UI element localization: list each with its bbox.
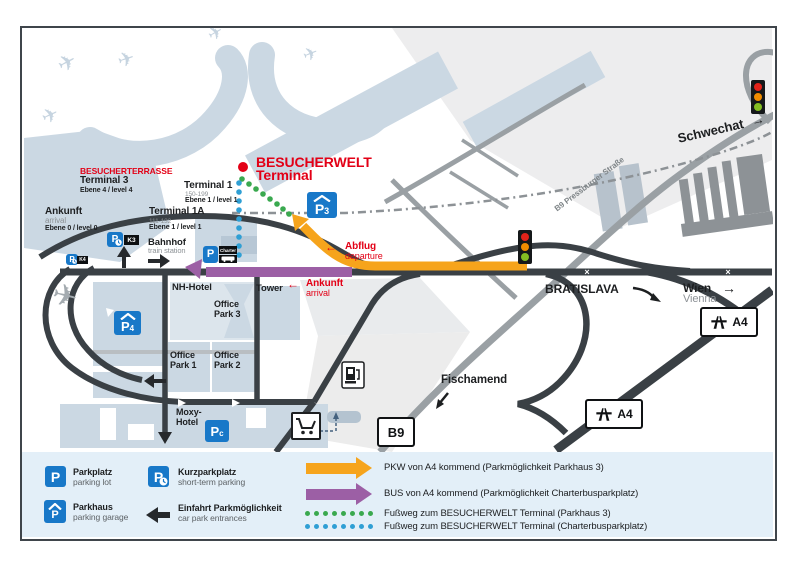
ankunft-label: Ankunft xyxy=(45,206,83,217)
legend-einfahrt-sub: car park entrances xyxy=(178,513,247,523)
clock-icon xyxy=(115,239,122,246)
legend-kurzparkplatz-icon: P xyxy=(148,466,169,487)
legend-parkhaus-icon: P xyxy=(44,500,66,523)
fuel-station-icon xyxy=(341,361,365,389)
traffic-light-icon xyxy=(518,230,532,264)
kurzparkplatz-k4-icon: P xyxy=(66,254,78,265)
besucherwelt-title: BESUCHERWELT xyxy=(256,154,372,170)
terminal1a-level-label: Ebene 1 / level 1 xyxy=(149,224,202,231)
legend-parkplatz-title: Parkplatz xyxy=(73,467,113,477)
legend-footpath-charter-label: Fußweg zum BESUCHERWELT Terminal (Charte… xyxy=(384,521,648,532)
terminal3-level-label: Ebene 4 / level 4 xyxy=(80,187,133,194)
terminal1-level-label: Ebene 1 / level 1 xyxy=(185,197,238,204)
bus-stop xyxy=(310,411,361,432)
footpath-blue-dots xyxy=(236,180,242,258)
abflug-arrow: ← xyxy=(325,240,337,254)
airport-buildings xyxy=(24,42,773,448)
legend-bus-label: BUS von A4 kommend (Parkmöglichkeit Char… xyxy=(384,488,639,499)
legend-pkw-label: PKW von A4 kommend (Parkmöglichkeit Park… xyxy=(384,462,604,473)
terminal1-label: Terminal 1 xyxy=(184,180,233,191)
besucherwelt-title-line2: Terminal xyxy=(256,167,313,183)
legend-green-dots-icon xyxy=(305,511,373,516)
office-park1-label: Office Park 1 xyxy=(170,350,197,370)
charter-bus-parking-icon: P xyxy=(203,246,218,263)
bus-icon xyxy=(221,256,235,262)
a4-motorway-sign: A4 xyxy=(700,307,758,337)
ankunft-route-label: Ankunft xyxy=(306,278,344,289)
bahnhof-label: Bahnhof xyxy=(148,237,186,248)
wien-arrow: → xyxy=(722,280,736,296)
fischamend-label: Fischamend xyxy=(441,374,508,386)
legend-parkplatz-icon: P xyxy=(45,466,66,487)
legend-purple-arrow-icon xyxy=(306,483,372,505)
wien-label: Wien xyxy=(683,281,712,295)
vienna-label: Vienna xyxy=(683,293,717,305)
office-park2-label: Office Park 2 xyxy=(214,350,241,370)
ankunft-level-label: Ebene 0 / level 0 xyxy=(45,225,98,232)
motorway-icon xyxy=(596,407,612,421)
terminal3-label: Terminal 3 xyxy=(80,175,129,186)
motorway-icon xyxy=(711,315,727,329)
kurzparkplatz-k3-icon: P xyxy=(107,232,123,247)
roof-icon xyxy=(48,502,62,510)
clock-icon xyxy=(159,477,168,486)
roof-icon xyxy=(313,194,331,202)
tower-label: Tower xyxy=(256,283,283,294)
route-bus-purple xyxy=(185,259,352,279)
cargo-buildings xyxy=(678,153,773,237)
terminal1-counters-label: 150-199 xyxy=(185,191,209,198)
charter-tag: Charter xyxy=(219,246,237,254)
legend-orange-arrow-icon xyxy=(306,457,372,479)
svg-text:×: × xyxy=(584,267,589,277)
entrance-arrows xyxy=(117,246,172,444)
svg-text:×: × xyxy=(725,267,730,277)
traffic-light-icon xyxy=(751,80,765,114)
fischamend-arrow xyxy=(436,392,449,409)
bratislava-arrow xyxy=(632,286,661,302)
train-station-label: train station xyxy=(148,246,186,255)
arrival-label: arrival xyxy=(45,216,67,225)
ankunft-route-arrow: ← xyxy=(287,277,299,291)
arrival-route-label: arrival xyxy=(306,288,330,298)
abflug-label: Abflug xyxy=(345,241,377,252)
departure-label: departure xyxy=(345,251,383,261)
a4-motorway-sign: A4 xyxy=(585,399,643,429)
legend-parkhaus-sub: parking garage xyxy=(73,512,129,522)
footpath-green-dots xyxy=(239,176,292,217)
roof-icon xyxy=(119,313,136,320)
bratislava-label: BRATISLAVA xyxy=(545,282,619,296)
nh-hotel-label: NH-Hotel xyxy=(172,282,212,293)
railway-line xyxy=(232,130,773,215)
clock-icon xyxy=(72,259,77,264)
b9-road-sign: B9 xyxy=(377,417,415,447)
office-park3-label: Office Park 3 xyxy=(214,299,241,319)
k4-tag: K4 xyxy=(77,256,88,264)
terminal1a-counters-label: 111-132 xyxy=(149,218,172,225)
legend-einfahrt-title: Einfahrt Parkmöglichkeit xyxy=(178,503,282,513)
route-pkw-orange xyxy=(292,214,527,271)
moxy-hotel-label: Moxy-Hotel xyxy=(176,407,202,427)
k3-tag: K3 xyxy=(124,235,139,245)
besucherterrasse-label: BESUCHERTERRASSE xyxy=(80,166,173,176)
charter-bus-icon xyxy=(219,255,237,263)
shopping-cart-icon xyxy=(291,412,321,440)
legend-parkhaus-title: Parkhaus xyxy=(73,502,113,512)
terminal1a-label: Terminal 1A xyxy=(149,206,205,217)
legend-blue-dots-icon xyxy=(305,524,373,529)
gray-roads xyxy=(93,48,773,452)
legend-kurzparkplatz-title: Kurzparkplatz xyxy=(178,467,237,477)
besucherwelt-marker-dot xyxy=(238,162,248,172)
legend-entrance-arrow-icon xyxy=(146,507,170,523)
legend-footpath-p3-label: Fußweg zum BESUCHERWELT Terminal (Parkha… xyxy=(384,508,611,519)
legend-kurzparkplatz-sub: short-term parking xyxy=(178,477,246,487)
legend-parkplatz-sub: parking lot xyxy=(73,477,112,487)
road-markings: × × xyxy=(106,267,731,407)
